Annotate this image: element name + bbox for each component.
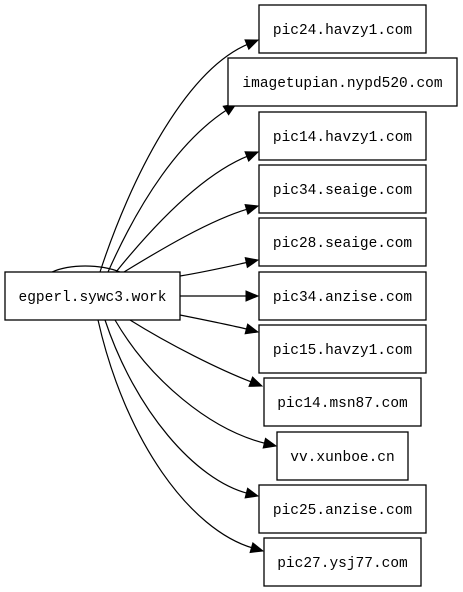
target-node-pic15-havzy1-com: pic15.havzy1.com (258, 324, 427, 374)
target-node-pic14-msn87-com-box (263, 377, 422, 427)
target-node-pic28-seaige-com-box (258, 217, 427, 267)
target-node-vv-xunboe-cn-box (276, 431, 409, 481)
target-node-pic34-seaige-com: pic34.seaige.com (258, 164, 427, 214)
target-node-pic15-havzy1-com-label: pic15.havzy1.com (273, 343, 412, 359)
edge-to-pic27-ysj77-com (97, 319, 254, 549)
edge-to-vv-xunboe-cn (114, 319, 267, 445)
source-node: egperl.sywc3.work (4, 271, 181, 321)
source-loop-edge (51, 265, 121, 273)
arrowhead-pic15-havzy1-com (244, 323, 260, 335)
target-node-pic24-havzy1-com: pic24.havzy1.com (258, 4, 427, 54)
target-node-pic24-havzy1-com-label: pic24.havzy1.com (273, 23, 412, 39)
arrowhead-pic25-anzise-com (244, 487, 260, 499)
arrowhead-pic14-havzy1-com (244, 151, 260, 162)
source-node-label: egperl.sywc3.work (19, 290, 167, 306)
target-node-pic34-anzise-com-box (258, 271, 427, 321)
arrowhead-vv-xunboe-cn (262, 437, 278, 449)
target-node-pic28-seaige-com-label: pic28.seaige.com (273, 236, 412, 252)
target-node-pic28-seaige-com: pic28.seaige.com (258, 217, 427, 267)
arrowhead-pic24-havzy1-com (244, 39, 260, 51)
target-node-imagetupian-nypd520-com-label: imagetupian.nypd520.com (242, 76, 442, 92)
target-node-pic14-msn87-com: pic14.msn87.com (263, 377, 422, 427)
arrowhead-pic34-seaige-com (244, 203, 260, 216)
edge-to-pic28-seaige-com (179, 261, 249, 277)
edge-to-pic34-seaige-com (123, 208, 249, 273)
target-node-vv-xunboe-cn-label: vv.xunboe.cn (290, 450, 394, 466)
target-node-pic25-anzise-com-label: pic25.anzise.com (273, 503, 412, 519)
target-node-vv-xunboe-cn: vv.xunboe.cn (276, 431, 409, 481)
edge-to-pic25-anzise-com (104, 319, 249, 495)
edges-layer (51, 39, 278, 554)
edge-to-imagetupian-nypd520-com (107, 108, 228, 273)
edge-to-pic14-msn87-com (129, 319, 253, 384)
arrowhead-pic34-anzise-com (245, 290, 260, 302)
target-node-pic14-havzy1-com: pic14.havzy1.com (258, 111, 427, 161)
target-node-pic27-ysj77-com-box (263, 537, 422, 587)
target-node-pic14-havzy1-com-box (258, 111, 427, 161)
target-node-pic34-anzise-com-label: pic34.anzise.com (273, 290, 412, 306)
edge-to-pic15-havzy1-com (179, 314, 249, 331)
target-node-pic34-anzise-com: pic34.anzise.com (258, 271, 427, 321)
source-node-box (4, 271, 181, 321)
target-node-pic27-ysj77-com: pic27.ysj77.com (263, 537, 422, 587)
edge-to-pic24-havzy1-com (99, 43, 249, 273)
arrowhead-pic27-ysj77-com (249, 542, 265, 554)
target-node-pic14-havzy1-com-label: pic14.havzy1.com (273, 130, 412, 146)
target-node-pic34-seaige-com-box (258, 164, 427, 214)
arrowhead-pic14-msn87-com (248, 376, 264, 387)
target-node-imagetupian-nypd520-com-box (227, 57, 458, 107)
target-node-pic27-ysj77-com-label: pic27.ysj77.com (277, 556, 408, 572)
target-node-pic25-anzise-com-box (258, 484, 427, 534)
edge-to-pic14-havzy1-com (115, 155, 249, 273)
target-node-pic34-seaige-com-label: pic34.seaige.com (273, 183, 412, 199)
target-node-imagetupian-nypd520-com: imagetupian.nypd520.com (227, 57, 458, 107)
target-node-pic25-anzise-com: pic25.anzise.com (258, 484, 427, 534)
target-node-pic14-msn87-com-label: pic14.msn87.com (277, 396, 408, 412)
arrowhead-pic28-seaige-com (244, 257, 260, 269)
nodes-layer: egperl.sywc3.work pic24.havzy1.com imagetu… (4, 4, 458, 587)
target-node-pic15-havzy1-com-box (258, 324, 427, 374)
target-node-pic24-havzy1-com-box (258, 4, 427, 54)
